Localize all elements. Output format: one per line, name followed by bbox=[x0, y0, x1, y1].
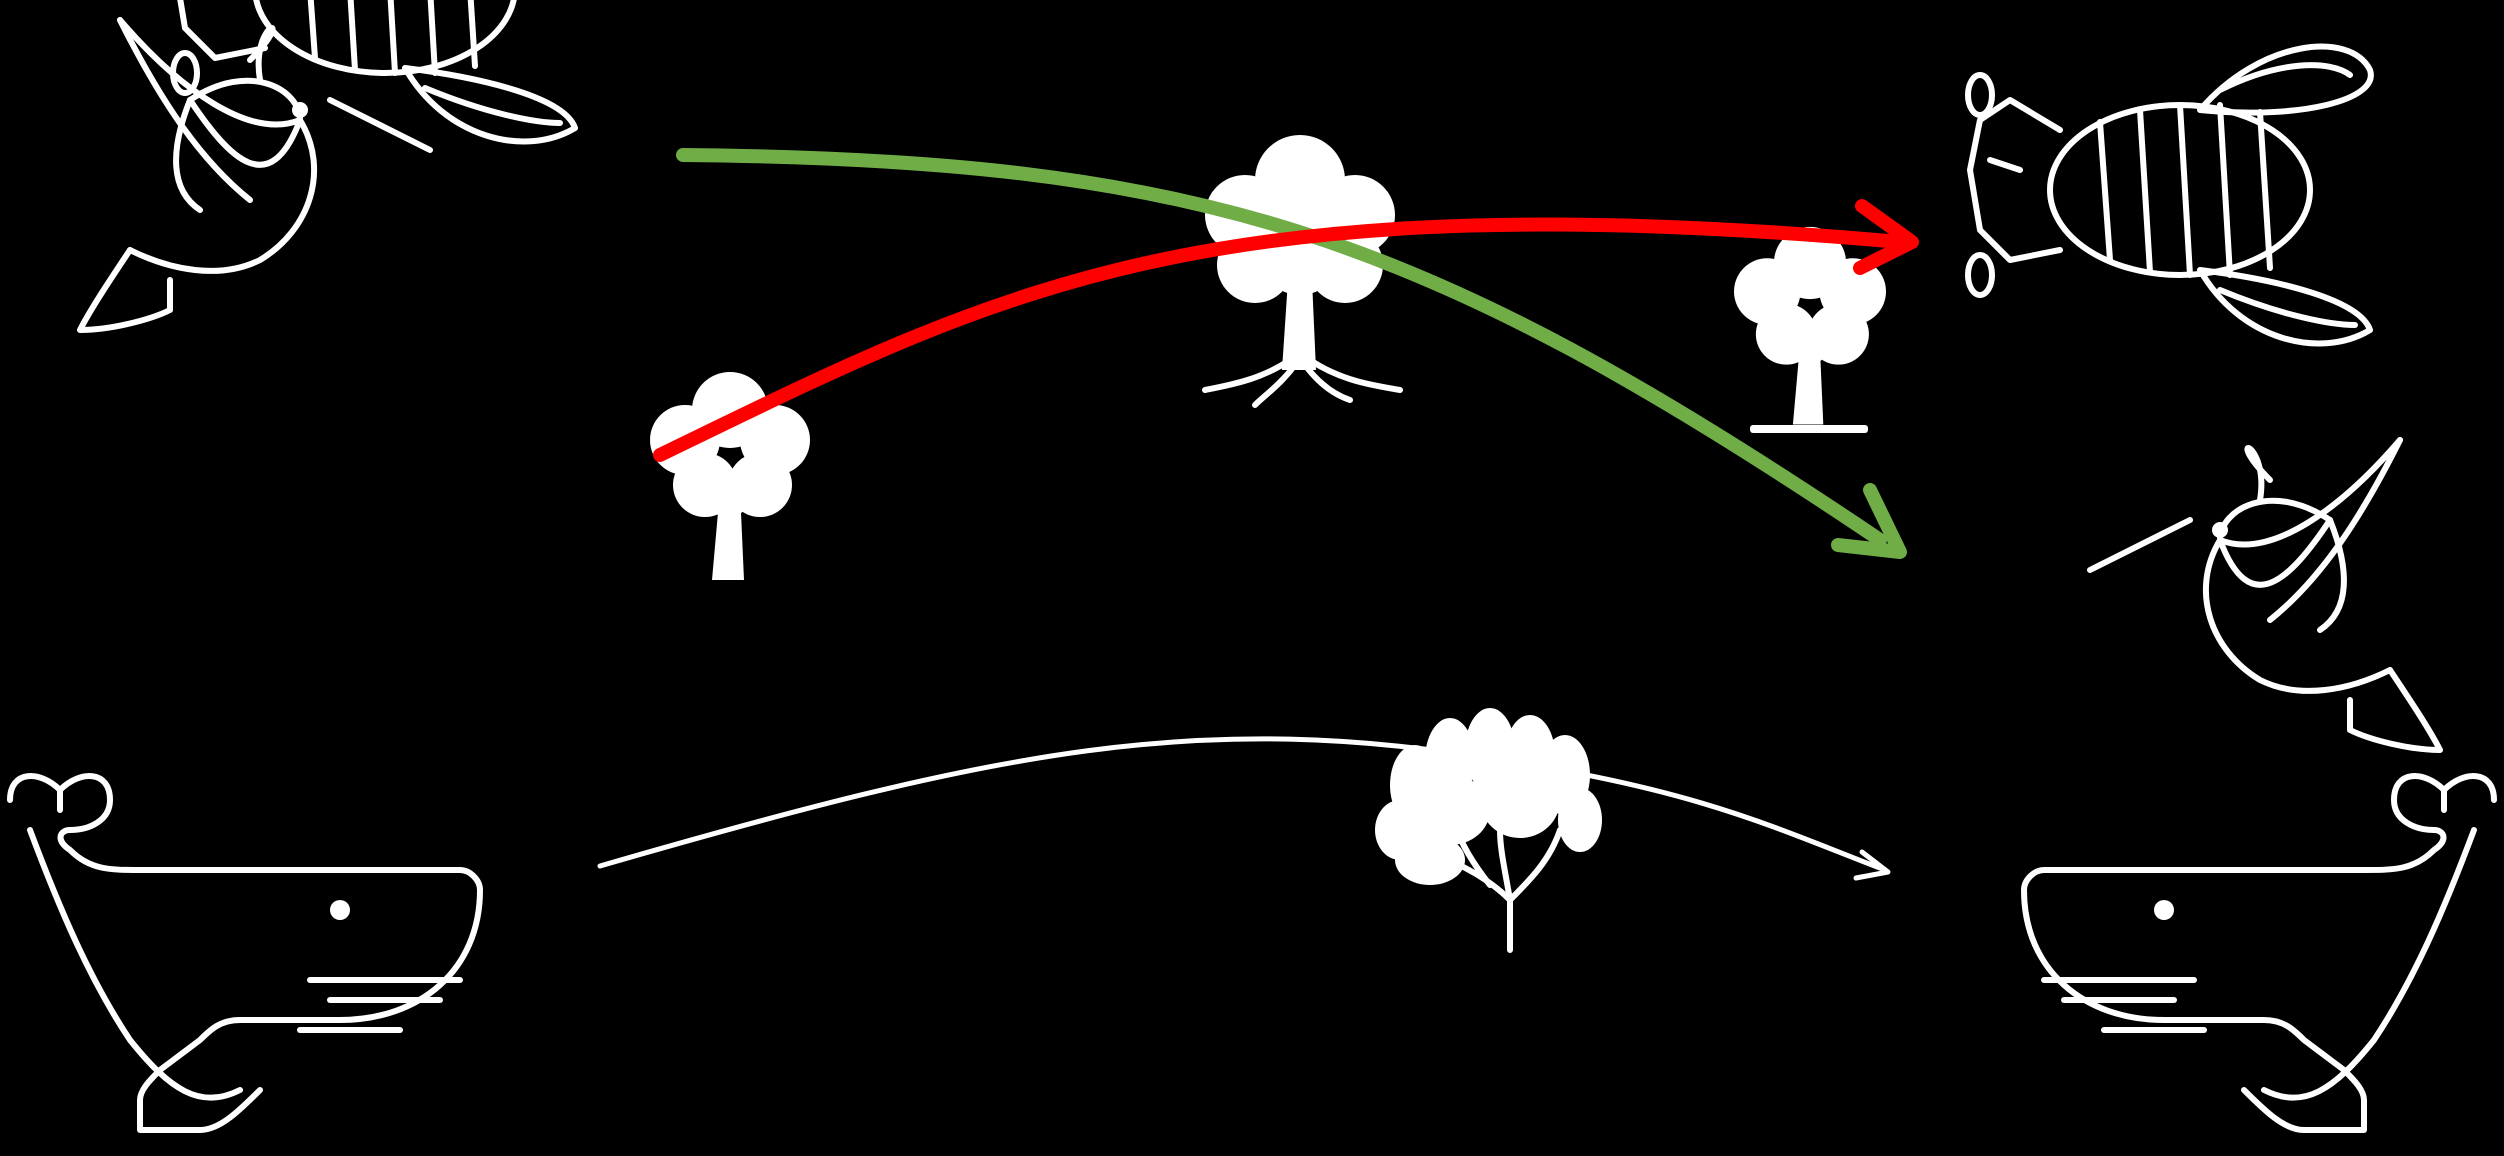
whale-left-icon bbox=[10, 776, 480, 1130]
arrow-white bbox=[597, 736, 1888, 873]
hummingbird-left-icon bbox=[80, 20, 430, 330]
arrow-white-head bbox=[1853, 849, 1891, 881]
arrow-red bbox=[653, 217, 1907, 462]
tree-small-right-icon bbox=[1734, 227, 1886, 425]
whale-right-icon bbox=[2024, 776, 2494, 1130]
arrow-red-head bbox=[1853, 199, 1919, 275]
tree-small-right-ground bbox=[1750, 425, 1868, 433]
tree-large-middle-icon bbox=[1205, 135, 1400, 405]
hummingbird-right-icon bbox=[2090, 440, 2440, 750]
tree-small-left-icon bbox=[650, 372, 810, 580]
arrow-green-head bbox=[1831, 483, 1907, 559]
bee-right-icon bbox=[1968, 47, 2371, 344]
tree-bushy-bottom-icon bbox=[1375, 708, 1602, 950]
